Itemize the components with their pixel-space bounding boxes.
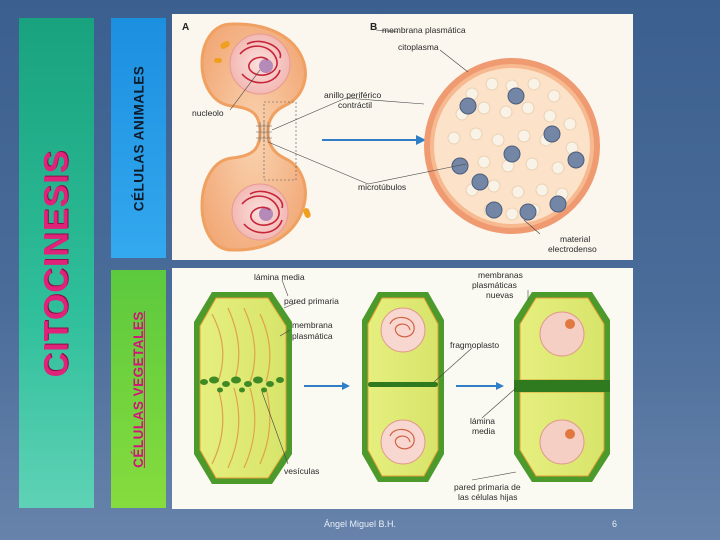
membranas-label-3: nuevas: [486, 290, 513, 300]
anillo-label-1: anillo periférico: [324, 90, 381, 100]
pared-primaria-label: pared primaria: [284, 296, 339, 306]
animal-cytokinesis-figure: A B membrana plasmática citoplasma nucle…: [172, 14, 633, 260]
cell-plate: [368, 382, 438, 387]
membrana-label-1: membrana: [292, 320, 333, 330]
anillo-label-2: contráctil: [338, 100, 372, 110]
plant-cell-divided: [514, 292, 610, 482]
contractile-ring-cross-section: [424, 58, 600, 234]
nucleolus: [259, 59, 273, 73]
label-a: A: [182, 22, 189, 33]
animal-cells-band: CÉLULAS ANIMALES: [111, 18, 166, 258]
label-b: B: [370, 22, 377, 33]
pared-hijas-label-2: las células hijas: [458, 492, 518, 502]
vesiculas-label: vesículas: [284, 466, 319, 476]
animal-figure-svg: A B membrana plasmática citoplasma nucle…: [182, 22, 600, 254]
animal-cells-label: CÉLULAS ANIMALES: [131, 65, 146, 211]
pared-hijas-label-1: pared primaria de: [454, 482, 521, 492]
new-wall: [514, 380, 610, 392]
lamina-label-2: media: [472, 426, 495, 436]
side-title-band: CITOCINESIS: [19, 18, 94, 508]
plant-cell-middle: [362, 292, 444, 482]
footer-author: Ángel Miguel B.H.: [323, 519, 397, 529]
plant-cytokinesis-figure: lámina media pared primaria membrana pla…: [172, 268, 633, 509]
membrana-plasmatica-label: membrana plasmática: [382, 25, 466, 35]
slide-title: CITOCINESIS: [37, 149, 76, 377]
nucleolo-label: nucleolo: [192, 108, 224, 118]
plant-figure-svg: lámina media pared primaria membrana pla…: [194, 270, 610, 502]
citoplasma-label: citoplasma: [398, 42, 439, 52]
fragmoplasto-label: fragmoplasto: [450, 340, 499, 350]
page-number: 6: [612, 519, 618, 529]
lamina-media-label: lámina media: [254, 272, 305, 282]
lamina-label-1: lámina: [470, 416, 495, 426]
membrana-label-2: plasmática: [292, 331, 333, 341]
membranas-label-2: plasmáticas: [472, 280, 517, 290]
microtubulos-label: microtúbulos: [358, 182, 406, 192]
membranas-label-1: membranas: [478, 270, 523, 280]
material-label-1: material: [560, 234, 590, 244]
microtubule-section: [459, 97, 477, 115]
plant-cells-label: CÉLULAS VEGETALES: [131, 310, 147, 468]
material-label-2: electrodenso: [548, 244, 597, 254]
plant-cell-early: [194, 292, 292, 484]
dividing-animal-cell: [200, 22, 311, 252]
plant-cells-band: CÉLULAS VEGETALES: [111, 270, 166, 508]
